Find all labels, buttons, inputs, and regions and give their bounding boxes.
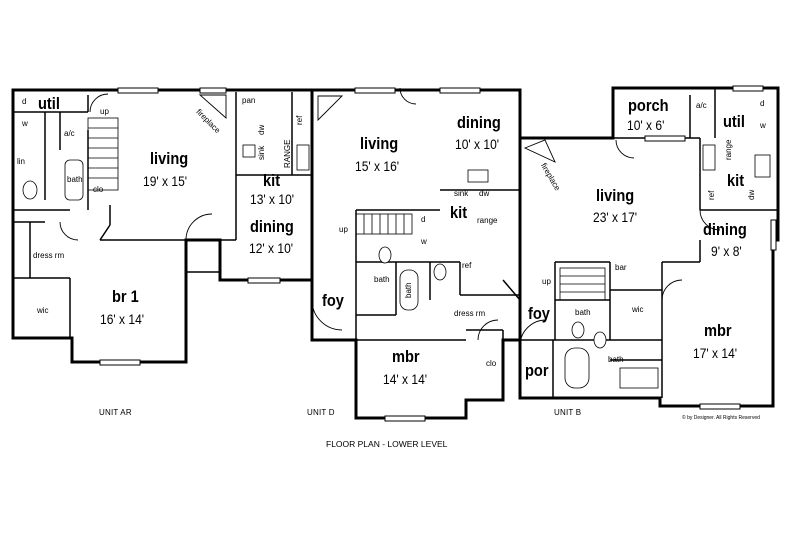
wic-label-ar: wic [37, 306, 49, 315]
bar-label-b: bar [615, 263, 627, 272]
room-name-util-b: util [723, 112, 745, 131]
room-name-kit-ar: kit [263, 171, 281, 190]
ac-label-b: a/c [696, 101, 707, 110]
pantry-label-ar: pan [242, 96, 256, 105]
wic-label-b: wic [632, 305, 644, 314]
tub-label-d: bath [404, 282, 413, 298]
room-dim-dining-ar: 12' x 10' [249, 240, 294, 256]
unit-b-label: UNIT B [554, 408, 582, 417]
room-name-dining-d: dining [457, 113, 501, 132]
bath2-label-b: bath [608, 355, 624, 364]
dw-label-d: dw [479, 189, 490, 198]
plan-caption: FLOOR PLAN - LOWER LEVEL [326, 439, 448, 449]
bath-label-ar: bath [67, 175, 83, 184]
ac-label-ar: a/c [64, 129, 75, 138]
ref-label-ar: ref [295, 115, 304, 125]
room-dim-kit-ar: 13' x 10' [250, 191, 295, 207]
room-dim-dining-b: 9' x 8' [711, 243, 742, 259]
room-name-kit-d: kit [450, 203, 468, 222]
closet-label-ar: clo [93, 185, 104, 194]
unit-ar-label: UNIT AR [99, 408, 132, 417]
room-name-living-ar: living [150, 149, 189, 168]
room-name-living-b: living [596, 186, 635, 205]
sink-label-d: sink [454, 189, 469, 198]
room-name-por-b: por [525, 361, 549, 380]
copyright-notice: © by Designer. All Rights Reserved [682, 415, 760, 421]
room-name-living-d: living [360, 134, 399, 153]
room-name-foy-b: foy [528, 304, 550, 323]
washer-label-b: w [760, 121, 766, 130]
room-dim-mbr-b: 17' x 14' [693, 345, 738, 361]
room-name-br1-ar: br 1 [112, 287, 139, 306]
room-name-dining-ar: dining [250, 217, 294, 236]
washer-label-ar: w [22, 119, 28, 128]
dress-room-label-d: dress rm [454, 309, 486, 318]
bath-label-d: bath [374, 275, 390, 284]
room-dim-living-d: 15' x 16' [355, 158, 400, 174]
bath-label-b: bath [575, 308, 591, 317]
room-dim-living-b: 23' x 17' [593, 209, 638, 225]
ref-label-d: ref [462, 261, 472, 270]
range-label-ar: RANGE [283, 139, 292, 168]
dw-label-ar: dw [257, 124, 266, 135]
room-name-mbr-d: mbr [392, 347, 420, 366]
ref-label-b: ref [707, 190, 716, 200]
room-dim-br1-ar: 16' x 14' [100, 311, 145, 327]
room-dim-porch-b: 10' x 6' [627, 117, 665, 133]
dryer-label-d: d [421, 215, 426, 224]
stair-up-label-ar: up [100, 107, 109, 116]
room-name-kit-b: kit [727, 171, 745, 190]
dw-label-b: dw [747, 189, 756, 200]
stair-up-label-b: up [542, 277, 551, 286]
dryer-label-ar: d [22, 97, 27, 106]
unit-d-label: UNIT D [307, 408, 335, 417]
room-name-util-ar: util [38, 94, 60, 113]
room-name-foy-d: foy [322, 291, 344, 310]
washer-label-d: w [421, 237, 427, 246]
closet-label-d: clo [486, 359, 497, 368]
range-label-d: range [477, 216, 498, 225]
stair-up-label-d: up [339, 225, 348, 234]
room-name-dining-b: dining [703, 220, 747, 239]
range-label-b: range [724, 139, 733, 160]
dress-room-label-ar: dress rm [33, 251, 65, 260]
sink-label-ar: sink [257, 145, 266, 160]
room-dim-dining-d: 10' x 10' [455, 136, 500, 152]
room-dim-living-ar: 19' x 15' [143, 173, 188, 189]
dryer-label-b: d [760, 99, 765, 108]
room-name-mbr-b: mbr [704, 321, 732, 340]
room-name-porch-b: porch [628, 96, 669, 115]
linen-label-ar: lin [17, 157, 26, 166]
room-dim-mbr-d: 14' x 14' [383, 371, 428, 387]
